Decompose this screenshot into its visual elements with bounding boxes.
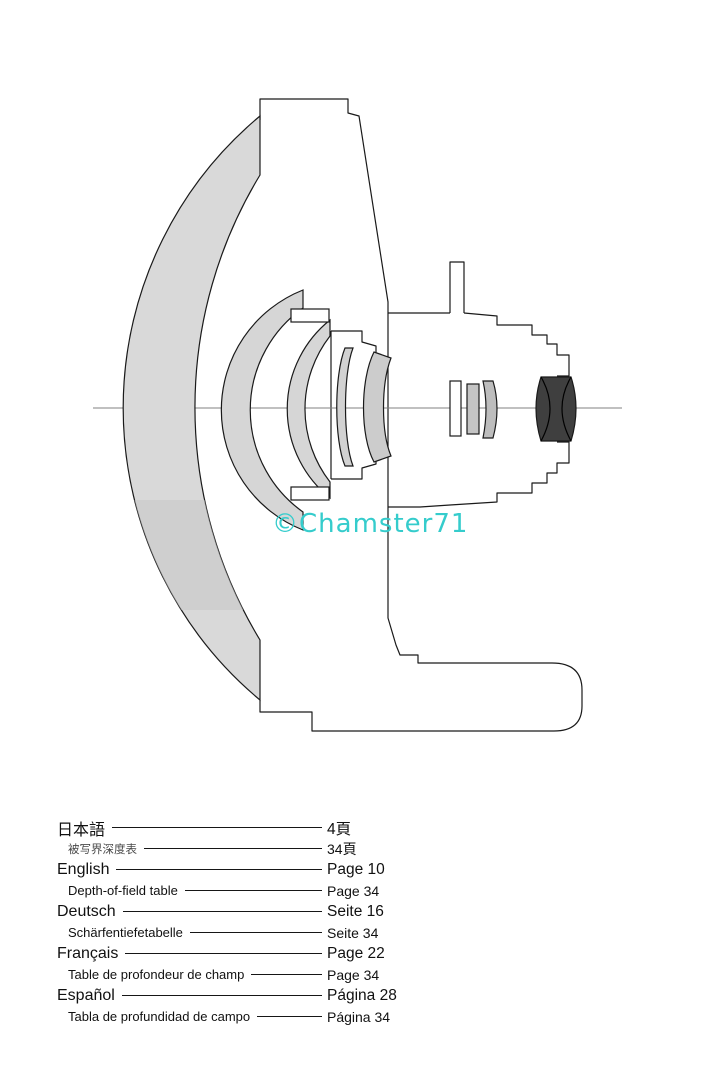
language-index: 日本語 4頁 被写界深度表 34頁 English Page 10 Depth-…	[57, 817, 419, 1027]
leader-line	[121, 995, 322, 996]
lens-cross-section-diagram: ©Chamster71	[93, 98, 622, 732]
middle-housing-top	[331, 330, 377, 353]
index-page-english: Page 10	[327, 860, 385, 878]
index-page-spanish: Página 28	[327, 986, 397, 1004]
index-row-german-dof: Schärfentiefetabelle Seite 34	[57, 922, 419, 943]
leader-line	[184, 890, 322, 891]
barrel-base	[259, 507, 583, 732]
index-row-spanish: Español Página 28	[57, 985, 419, 1006]
index-label-french: Français	[57, 944, 119, 962]
index-label-german: Deutsch	[57, 902, 116, 920]
index-label-spanish: Español	[57, 986, 115, 1004]
index-page-spanish-dof: Página 34	[327, 1008, 391, 1025]
spacer-ring-top	[290, 308, 330, 323]
index-row-spanish-dof: Tabla de profundidad de campo Página 34	[57, 1006, 419, 1027]
index-page-japanese: 4頁	[327, 820, 352, 838]
middle-housing-bottom	[331, 457, 377, 480]
rear-doublet-element	[535, 376, 577, 442]
index-page-french: Page 22	[327, 944, 385, 962]
leader-line	[116, 869, 322, 870]
index-label-french-dof: Table de profondeur de champ	[68, 967, 245, 982]
dome-shading-band	[123, 500, 260, 610]
aperture-lever	[449, 261, 465, 313]
index-row-japanese: 日本語 4頁	[57, 817, 419, 839]
third-element	[286, 318, 331, 500]
watermark-text: ©Chamster71	[272, 509, 468, 539]
fifth-element	[362, 351, 392, 463]
index-page-german-dof: Seite 34	[327, 924, 379, 941]
small-element-a	[466, 383, 480, 435]
leader-line	[257, 1016, 322, 1017]
barrel-top	[259, 98, 446, 314]
index-row-french-dof: Table de profondeur de champ Page 34	[57, 964, 419, 985]
index-label-english: English	[57, 860, 110, 878]
index-label-english-dof: Depth-of-field table	[68, 883, 178, 898]
leader-line	[125, 953, 322, 954]
index-row-german: Deutsch Seite 16	[57, 901, 419, 922]
index-page-german: Seite 16	[327, 902, 384, 920]
spacer-ring-bottom	[290, 486, 330, 501]
index-row-english: English Page 10	[57, 859, 419, 880]
index-label-japanese: 日本語	[57, 821, 106, 839]
index-page-french-dof: Page 34	[327, 966, 380, 983]
leader-line	[251, 974, 322, 975]
rear-spacer-ring	[449, 380, 462, 437]
leader-line	[189, 932, 322, 933]
lens-barrel-outline	[259, 98, 583, 732]
leader-line	[122, 911, 322, 912]
second-element	[220, 289, 304, 531]
index-page-english-dof: Page 34	[327, 882, 380, 899]
small-element-b	[482, 380, 498, 439]
fourth-element	[336, 347, 354, 467]
leader-line	[144, 848, 322, 849]
index-row-french: Français Page 22	[57, 943, 419, 964]
mount-top-steps	[446, 312, 570, 377]
rear-doublet-inner-surfaces	[540, 376, 572, 442]
index-label-german-dof: Schärfentiefetabelle	[68, 925, 183, 940]
leader-line	[112, 827, 322, 828]
index-page-japanese-dof: 34頁	[327, 840, 357, 857]
index-label-japanese-dof: 被写界深度表	[68, 843, 137, 856]
index-row-japanese-dof: 被写界深度表 34頁	[57, 838, 419, 859]
mount-bottom-steps	[388, 441, 570, 508]
index-row-english-dof: Depth-of-field table Page 34	[57, 880, 419, 901]
index-label-spanish-dof: Tabla de profundidad de campo	[68, 1009, 251, 1024]
